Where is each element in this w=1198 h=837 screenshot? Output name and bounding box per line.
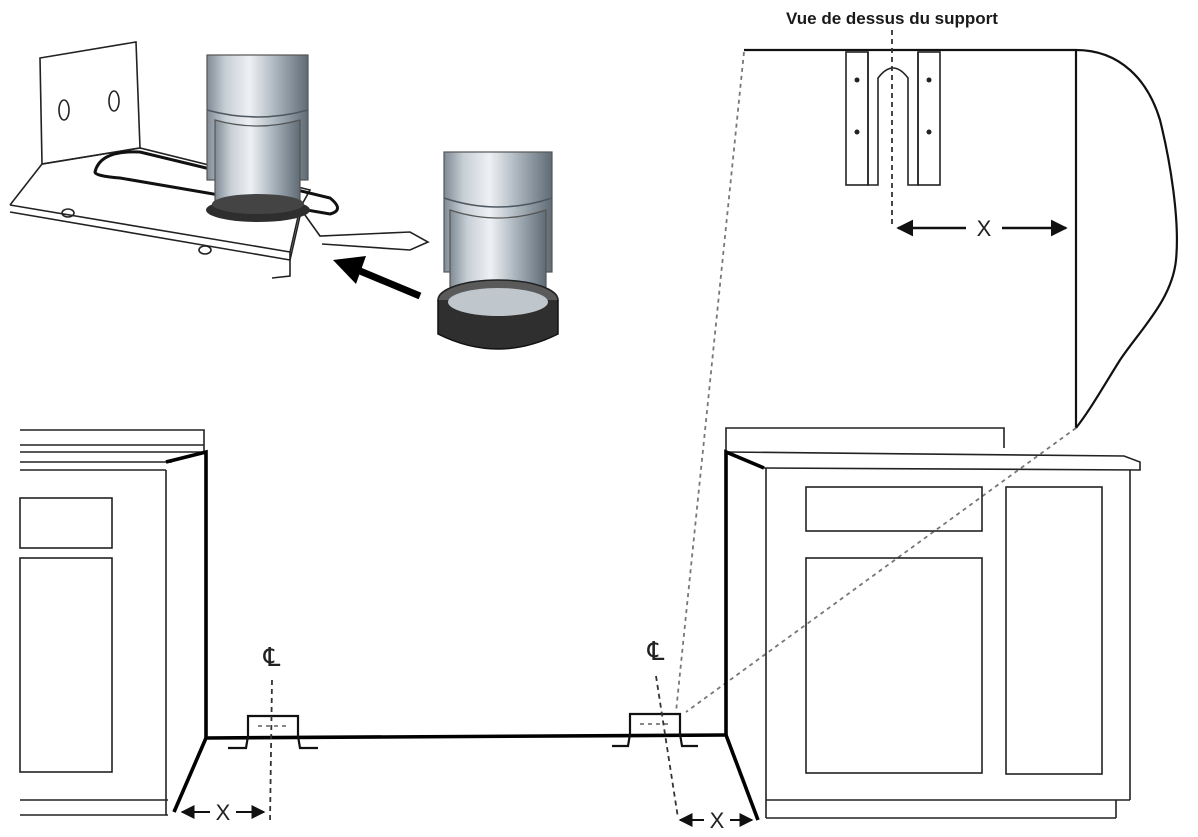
leg-in-bracket bbox=[206, 54, 310, 222]
insertion-arrow-icon bbox=[333, 256, 422, 300]
centerline-right: ℄ bbox=[647, 636, 665, 666]
left-bracket-front bbox=[228, 679, 318, 823]
top-view-detail bbox=[744, 30, 1178, 429]
dimension-x-top: X bbox=[977, 216, 992, 241]
dimension-x-left: X bbox=[216, 800, 231, 825]
dimension-left bbox=[180, 802, 266, 822]
leg-separate bbox=[437, 151, 559, 350]
floor-line bbox=[205, 733, 727, 740]
left-cabinet bbox=[19, 429, 208, 816]
right-bracket-front bbox=[612, 675, 698, 819]
projection-lines bbox=[675, 51, 1077, 713]
right-cabinet bbox=[724, 427, 1141, 821]
centerline-left: ℄ bbox=[263, 642, 281, 672]
detail-title: Vue de dessus du support bbox=[786, 9, 998, 28]
dimension-right bbox=[678, 810, 754, 830]
dimension-x-right: X bbox=[710, 808, 725, 833]
